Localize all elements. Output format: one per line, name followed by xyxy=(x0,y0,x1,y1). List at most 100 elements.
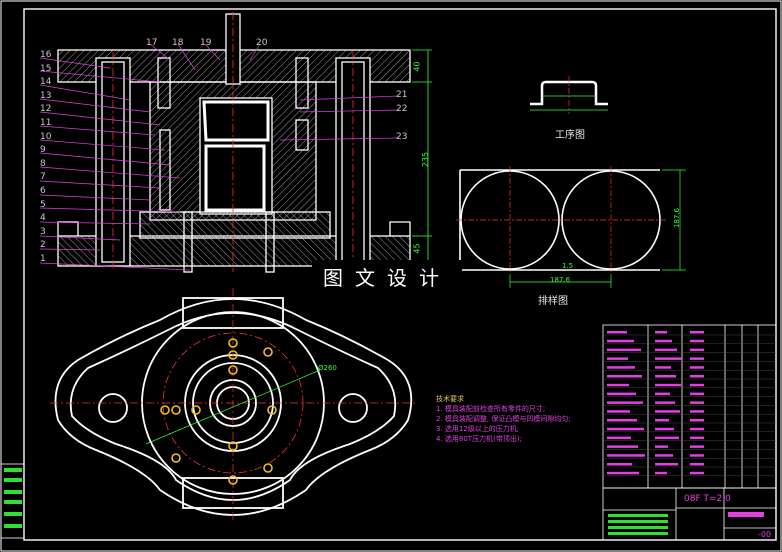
callout-4: 4 xyxy=(40,213,46,224)
table-row-material-mark xyxy=(690,366,704,369)
table-row-name-mark xyxy=(607,383,629,387)
callout-20: 20 xyxy=(256,38,268,48)
parts-table-rows xyxy=(603,331,776,476)
table-row-material-mark xyxy=(690,463,704,466)
title-block-bar xyxy=(728,512,764,517)
dim-height-top: 40 xyxy=(412,61,422,72)
title-material: 08F T=2.0 xyxy=(684,494,731,504)
table-row-qty-mark xyxy=(655,375,676,378)
dim-layout-width: 187.6 xyxy=(673,207,682,229)
table-row-name-mark xyxy=(607,392,636,396)
title-code: -00 xyxy=(758,530,772,539)
table-row-material-mark xyxy=(690,454,704,457)
table-row-material-mark xyxy=(690,471,704,475)
notes-title: 技术要求 xyxy=(436,395,464,403)
note-3: 3. 选用12级以上的压力机; xyxy=(436,425,520,433)
table-row-qty-mark xyxy=(655,366,671,369)
callout-15: 15 xyxy=(40,63,52,74)
callout-2: 2 xyxy=(40,240,46,251)
callout-22: 22 xyxy=(396,104,408,114)
table-row-material-mark xyxy=(690,375,704,378)
section-view xyxy=(57,13,411,273)
table-row-qty-mark xyxy=(655,331,667,334)
table-row-name-mark xyxy=(607,331,627,334)
table-row-qty-mark xyxy=(655,410,680,413)
callout-21: 21 xyxy=(396,90,408,100)
table-row-name-mark xyxy=(607,339,634,343)
table-row-material-mark xyxy=(690,357,704,360)
callout-23: 23 xyxy=(396,132,408,142)
callout-8: 8 xyxy=(40,158,46,169)
left-stamp xyxy=(0,463,25,539)
plan-bolts xyxy=(160,338,277,485)
watermark-text: 图文设计 xyxy=(312,260,462,292)
table-row-material-mark xyxy=(690,339,704,343)
dim-height-bottom: 45 xyxy=(412,243,422,254)
process-title: 工序图 xyxy=(555,130,585,141)
note-2: 2. 模具装配调整, 保证凸模与凹模间隙均匀; xyxy=(436,415,571,423)
table-row-qty-mark xyxy=(655,401,675,404)
table-row-qty-mark xyxy=(655,348,677,352)
layout-title: 排样图 xyxy=(538,296,568,307)
callout-11: 11 xyxy=(40,118,52,128)
callout-16: 16 xyxy=(40,50,52,60)
callout-12: 12 xyxy=(40,104,52,115)
callout-leaders xyxy=(39,43,399,271)
table-row-name-mark xyxy=(607,463,632,466)
note-4: 4. 选用80T压力机(带顶出); xyxy=(436,435,522,443)
callout-14: 14 xyxy=(40,77,52,88)
parts-table xyxy=(602,324,777,489)
inner-frame xyxy=(23,8,777,541)
table-row-name-mark xyxy=(607,445,638,448)
table-row-qty-mark xyxy=(655,419,669,422)
callout-10: 10 xyxy=(40,131,52,142)
table-row-qty-mark xyxy=(655,339,672,343)
strip-centerlines xyxy=(456,166,666,274)
table-row-name-mark xyxy=(607,471,639,475)
plan-dia-leader xyxy=(145,369,321,445)
table-row-material-mark xyxy=(690,348,704,352)
table-row-name-mark xyxy=(607,419,637,422)
callout-6: 6 xyxy=(40,186,46,196)
table-row-material-mark xyxy=(690,401,704,404)
strip-dims xyxy=(509,169,686,288)
callout-9: 9 xyxy=(40,145,46,156)
dim-ring-dia: Ø260 xyxy=(318,364,337,372)
table-row-name-mark xyxy=(607,436,631,440)
table-row-qty-mark xyxy=(655,392,670,396)
table-row-name-mark xyxy=(607,357,628,360)
table-row-name-mark xyxy=(607,366,635,369)
table-row-material-mark xyxy=(690,392,704,396)
dim-layout-gap: 1.5 xyxy=(562,262,574,270)
table-row-qty-mark xyxy=(655,471,667,475)
table-row-material-mark xyxy=(690,436,704,440)
table-row-material-mark xyxy=(690,383,704,387)
table-row-material-mark xyxy=(690,419,704,422)
plan-centerlines xyxy=(50,288,416,520)
table-row-name-mark xyxy=(607,375,642,378)
table-row-material-mark xyxy=(690,331,704,334)
callout-18: 18 xyxy=(172,38,184,48)
callout-19: 19 xyxy=(200,38,212,48)
callout-7: 7 xyxy=(40,172,46,183)
callout-1: 1 xyxy=(40,254,46,264)
table-row-qty-mark xyxy=(655,454,673,457)
title-block xyxy=(602,487,777,541)
table-row-name-mark xyxy=(607,454,645,457)
table-row-qty-mark xyxy=(655,383,681,387)
table-row-qty-mark xyxy=(655,445,668,448)
dim-height-total: 235 xyxy=(421,151,431,168)
callout-17: 17 xyxy=(146,38,158,48)
table-row-name-mark xyxy=(607,348,641,352)
table-row-qty-mark xyxy=(655,463,678,466)
note-1: 1. 模具装配前检查所有零件的尺寸; xyxy=(436,405,546,413)
table-row-qty-mark xyxy=(655,436,679,440)
callout-5: 5 xyxy=(40,199,46,210)
table-row-material-mark xyxy=(690,427,704,431)
table-row-name-mark xyxy=(607,410,630,413)
table-row-name-mark xyxy=(607,401,643,404)
table-row-qty-mark xyxy=(655,427,674,431)
dim-layout-pitch: 187.6 xyxy=(550,276,571,284)
